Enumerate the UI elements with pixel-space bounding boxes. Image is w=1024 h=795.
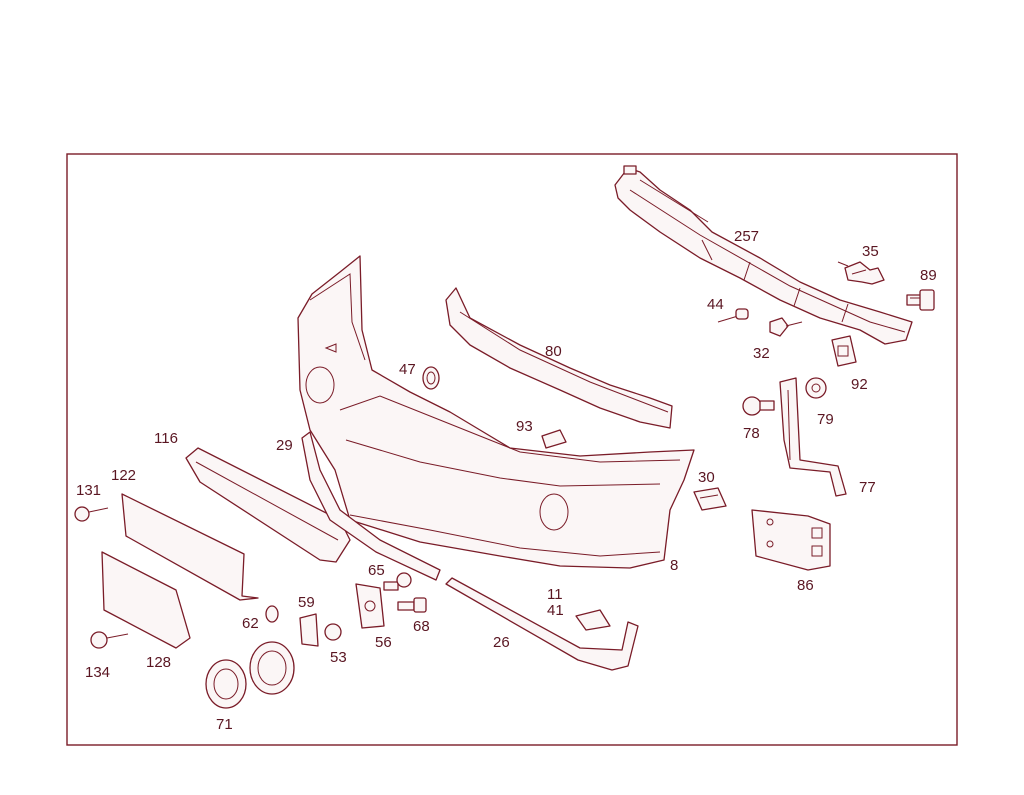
part-89-bolt[interactable]: [906, 289, 935, 311]
label-86: 86: [797, 577, 814, 594]
label-56: 56: [375, 634, 392, 651]
part-131-screw[interactable]: [74, 506, 109, 522]
part-32-screw[interactable]: [769, 317, 803, 337]
label-11: 11: [547, 586, 563, 603]
part-68-bolt[interactable]: [397, 597, 427, 613]
label-78: 78: [743, 425, 760, 442]
part-86-bracket-block[interactable]: [751, 509, 831, 571]
label-62: 62: [242, 615, 259, 632]
part-257-bumper-reinforcement[interactable]: [614, 165, 913, 345]
label-35: 35: [862, 243, 879, 260]
label-79: 79: [817, 411, 834, 428]
label-44: 44: [707, 296, 724, 313]
label-71: 71: [216, 716, 233, 733]
label-257: 257: [734, 228, 759, 245]
label-128: 128: [146, 654, 171, 671]
label-77: 77: [859, 479, 876, 496]
label-41: 41: [547, 602, 564, 619]
part-59-bracket[interactable]: [299, 613, 319, 647]
label-131: 131: [76, 482, 101, 499]
part-80-energy-absorber[interactable]: [445, 287, 673, 429]
label-134: 134: [85, 664, 110, 681]
part-62-grommet[interactable]: [265, 605, 279, 623]
label-80: 80: [545, 343, 562, 360]
part-29-trim-strip[interactable]: [301, 431, 441, 581]
part-53-nut[interactable]: [324, 623, 342, 641]
label-26: 26: [493, 634, 510, 651]
label-53: 53: [330, 649, 347, 666]
part-134-screw[interactable]: [90, 631, 129, 649]
label-59: 59: [298, 594, 315, 611]
part-30-clip[interactable]: [693, 487, 727, 511]
part-78-bolt[interactable]: [742, 396, 775, 416]
label-93: 93: [516, 418, 533, 435]
part-122-license-plate-bracket[interactable]: [121, 493, 259, 601]
part-56-fog-lamp-bracket[interactable]: [355, 583, 385, 629]
part-128-license-plate[interactable]: [101, 551, 191, 649]
part-92-bracket[interactable]: [831, 335, 857, 367]
label-68: 68: [413, 618, 430, 635]
label-116: 116: [154, 430, 178, 447]
part-47-grommet[interactable]: [422, 366, 440, 390]
label-47: 47: [399, 361, 416, 378]
label-122: 122: [111, 467, 136, 484]
label-29: 29: [276, 437, 293, 454]
part-number-labels: 257 35 89 44 32 92 80 47 93 78 79 77 30 …: [76, 228, 937, 733]
label-65: 65: [368, 562, 385, 579]
label-8: 8: [670, 557, 678, 574]
part-77-mount-bracket[interactable]: [779, 377, 847, 497]
label-32: 32: [753, 345, 770, 362]
label-89: 89: [920, 267, 937, 284]
diagram-frame: [66, 153, 958, 746]
part-93-tow-hook-cap[interactable]: [541, 429, 567, 449]
label-30: 30: [698, 469, 715, 486]
part-11-41-clips[interactable]: [575, 609, 611, 631]
part-35-clip[interactable]: [837, 261, 885, 285]
part-79-nut[interactable]: [805, 377, 827, 399]
part-26-lower-trim[interactable]: [445, 577, 639, 671]
label-92: 92: [851, 376, 868, 393]
part-65-bolt[interactable]: [383, 572, 412, 591]
part-71-fog-lamp[interactable]: [205, 641, 295, 709]
part-44-pin[interactable]: [717, 308, 749, 323]
part-116-grille[interactable]: [185, 447, 351, 563]
